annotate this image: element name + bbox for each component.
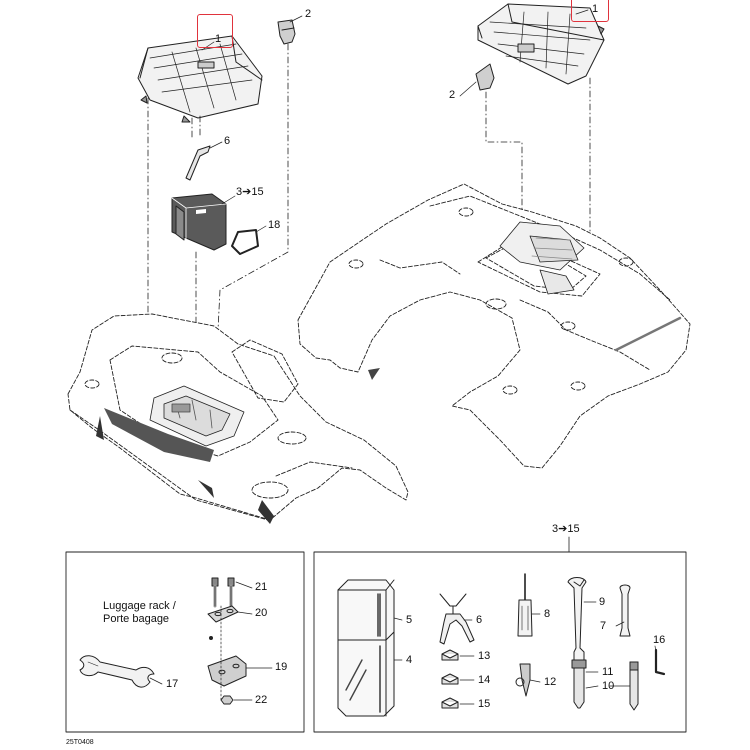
tool-case xyxy=(337,579,395,717)
leader-lines xyxy=(149,9,657,705)
callout-box-left-19: 19 xyxy=(275,661,288,673)
callout-box-right-8: 8 xyxy=(544,608,551,620)
callout-top-right-1: 1 xyxy=(592,3,599,15)
callout-box-right-7: 7 xyxy=(600,620,607,632)
left-latch xyxy=(277,19,296,45)
callout-box-right-4: 4 xyxy=(406,654,413,666)
right-fender-compartment xyxy=(499,221,585,295)
toolkit-box xyxy=(313,551,687,733)
callout-box-right-10: 10 xyxy=(602,680,615,692)
callout-top-right-2: 2 xyxy=(449,89,456,101)
seal-strip xyxy=(185,145,211,181)
callout-toolkit-header: 3➔15 xyxy=(552,523,580,535)
callout-box-right-12: 12 xyxy=(544,676,557,688)
right-fender-assembly xyxy=(297,183,691,469)
mounting-bracket xyxy=(207,655,247,687)
callout-box-left-21: 21 xyxy=(255,581,268,593)
callout-top-left-2: 2 xyxy=(305,8,312,20)
hex-key xyxy=(654,648,666,676)
assembly-lines xyxy=(147,43,591,407)
callout-box-right-11: 11 xyxy=(602,666,614,678)
fuse-13 xyxy=(441,649,459,661)
callout-box-right-6: 6 xyxy=(476,614,483,626)
callout-top-left-6: 6 xyxy=(224,135,231,147)
spacer-plate xyxy=(207,605,239,623)
wrench-tool xyxy=(79,655,155,688)
bolts xyxy=(211,577,235,608)
socket-wrench xyxy=(629,661,639,711)
toolbox xyxy=(171,193,227,251)
double-end-wrench xyxy=(619,584,631,637)
fuse-15 xyxy=(441,697,459,709)
callout-top-left-18: 18 xyxy=(268,219,281,231)
right-latch xyxy=(475,63,495,91)
callout-box-left-20: 20 xyxy=(255,607,268,619)
fuse-puller xyxy=(515,663,531,697)
nut xyxy=(220,695,234,705)
left-fender-compartment xyxy=(96,385,274,524)
pivot-point xyxy=(209,636,213,640)
callout-box-right-16: 16 xyxy=(653,634,666,646)
callout-top-left-3-15: 3➔15 xyxy=(236,186,264,198)
luggage-rack-note-line1: Luggage rack / xyxy=(103,600,176,612)
callout-box-right-13: 13 xyxy=(478,650,491,662)
callout-box-left-22: 22 xyxy=(255,694,268,706)
callout-box-right-15: 15 xyxy=(478,698,491,710)
luggage-rack-note-line2: Porte bagage xyxy=(103,613,170,625)
luggage-rack-box xyxy=(65,551,305,733)
callout-top-left-1: 1 xyxy=(215,33,222,45)
combination-wrench xyxy=(567,577,587,663)
pliers xyxy=(439,593,475,645)
callout-box-right-14: 14 xyxy=(478,674,491,686)
figure-code: 25T0408 xyxy=(66,739,94,746)
fuse-14 xyxy=(441,673,459,685)
right-compartment-cover xyxy=(477,3,605,85)
luggage-rack-note: Luggage rack / Porte bagage xyxy=(103,600,176,626)
gasket xyxy=(231,229,259,255)
callout-box-right-9: 9 xyxy=(599,596,606,608)
left-compartment-cover xyxy=(137,35,263,123)
callout-box-right-5: 5 xyxy=(406,614,413,626)
highlight-right-cover-label xyxy=(571,0,609,22)
callout-box-left-17: 17 xyxy=(166,678,179,690)
highlight-left-cover-label xyxy=(197,14,233,48)
spark-plug-wrench xyxy=(571,659,587,709)
screwdriver xyxy=(517,573,533,637)
